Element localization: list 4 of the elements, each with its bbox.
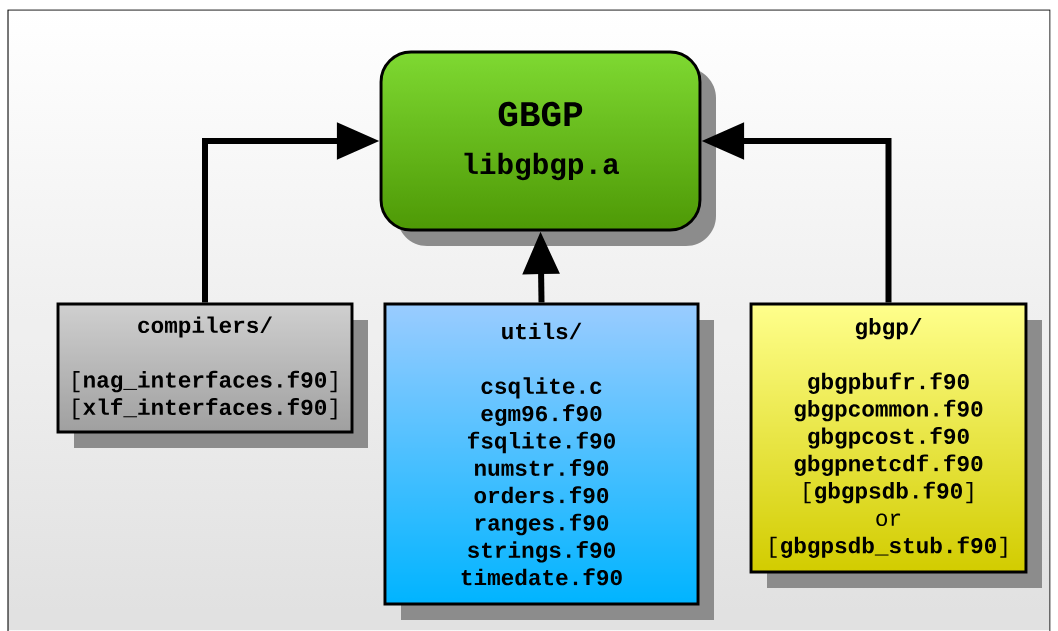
folder-box: utils/ csqlite.c egm96.f90 fsqlite.f90 numstr.f90 orders.f90 ranges.f90 strings.f90 timedate.f90 xyxy=(383,302,700,606)
folder-box: compilers/ [nag_interfaces.f90] [xlf_interfaces.f90] xyxy=(56,302,354,434)
library-box: GBGP libgbgp.a xyxy=(379,50,702,232)
folder-box: gbgp/ gbgpbufr.f90 gbgpcommon.f90 gbgpcost.f90 gbgpnetcdf.f90 [gbgpsdb.f90] or [gbgpsdb_stub.f90] xyxy=(749,302,1028,574)
